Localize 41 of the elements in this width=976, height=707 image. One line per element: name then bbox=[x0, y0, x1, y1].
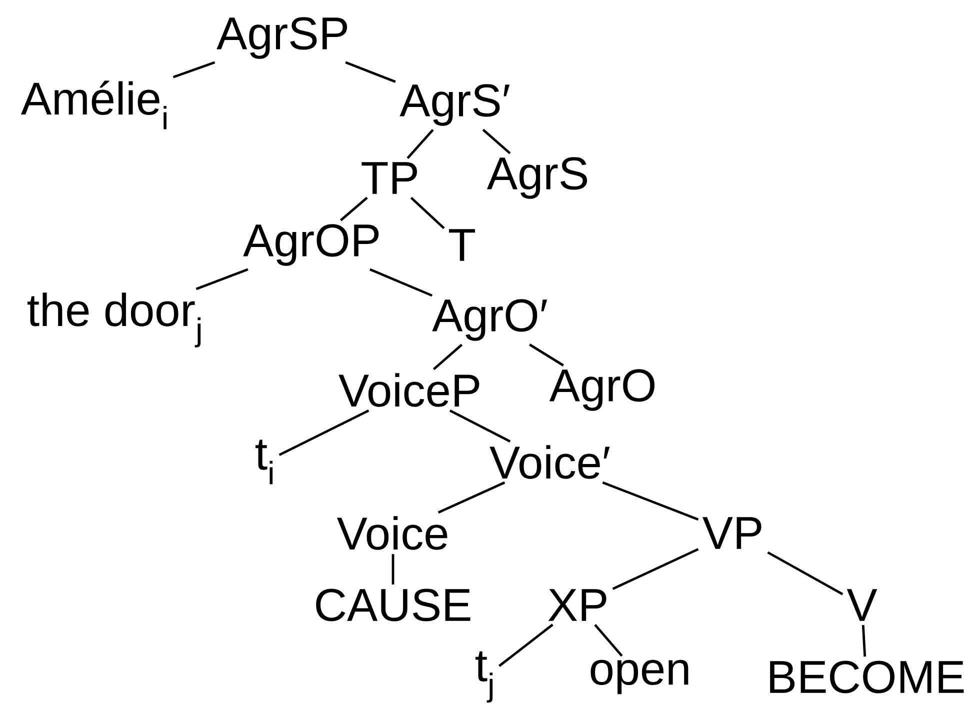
tree-label: Voice bbox=[336, 516, 448, 550]
branch-line bbox=[432, 344, 463, 370]
branch-line bbox=[438, 481, 506, 514]
branch-line bbox=[767, 551, 844, 596]
branch-line bbox=[862, 624, 866, 657]
tree-label: open bbox=[590, 660, 688, 694]
branch-line bbox=[345, 61, 396, 83]
tree-label: t$_{i}$ bbox=[255, 440, 273, 484]
tree-label: VoiceP bbox=[338, 373, 480, 407]
tree-label: Voice′ bbox=[490, 445, 610, 479]
tree-label: AgrOP bbox=[243, 224, 379, 266]
branch-line bbox=[449, 409, 511, 443]
tree-label: TP bbox=[362, 162, 417, 194]
branch-line bbox=[410, 196, 445, 230]
branch-line bbox=[498, 624, 554, 667]
tree-label: BECOME bbox=[770, 660, 964, 694]
branch-line bbox=[482, 128, 511, 154]
tree-label: AgrS′ bbox=[400, 84, 510, 126]
branch-line bbox=[406, 128, 434, 160]
branch-line bbox=[369, 268, 433, 297]
tree-label: AgrS bbox=[486, 157, 588, 199]
tree-label: T bbox=[449, 229, 475, 261]
branch-line bbox=[594, 624, 623, 657]
tree-label: CAUSE bbox=[316, 588, 470, 622]
branch-line bbox=[529, 344, 564, 366]
tree-label: t$_{j}$ bbox=[475, 651, 493, 703]
branch-line bbox=[612, 548, 699, 590]
branch-line bbox=[172, 61, 216, 78]
tree-label: AgrO bbox=[549, 369, 654, 411]
tree-label: the door$_{j}$ bbox=[27, 292, 201, 348]
tree-label: V bbox=[846, 589, 878, 621]
branch-line bbox=[340, 196, 368, 222]
tree-label: Amélie$_{i}$ bbox=[20, 80, 166, 130]
branch-line bbox=[602, 481, 699, 521]
tree-label: AgrO′ bbox=[432, 299, 548, 341]
branch-line bbox=[278, 409, 370, 456]
branch-line bbox=[392, 554, 394, 585]
tree-label: VP bbox=[702, 517, 762, 549]
tree-label: AgrSP bbox=[216, 17, 348, 59]
tree-label: XP bbox=[548, 589, 606, 621]
branch-line bbox=[196, 268, 248, 290]
